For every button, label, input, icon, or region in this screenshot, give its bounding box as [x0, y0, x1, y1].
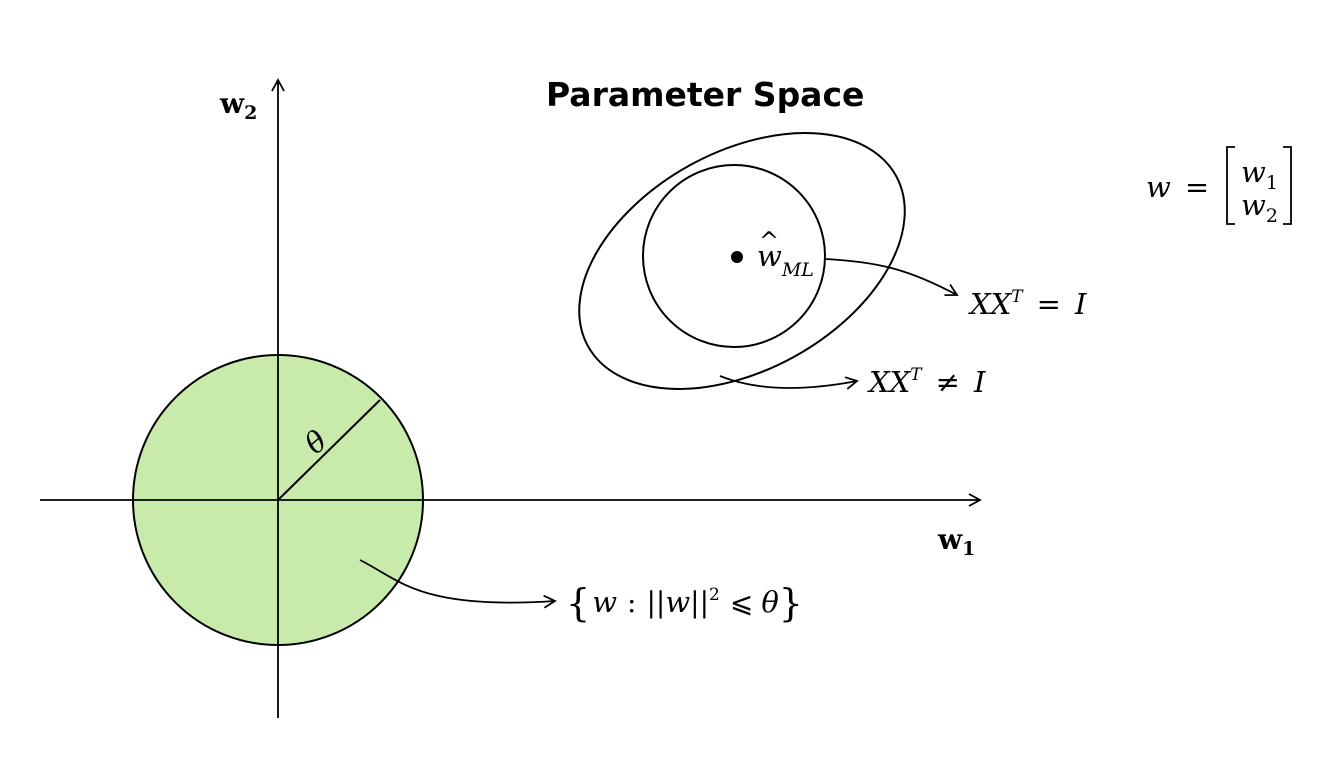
- definition-lhs: w=: [1146, 170, 1209, 204]
- constraint-set-arrow: [359, 559, 557, 609]
- matrix-left-bracket: [1226, 146, 1235, 225]
- y-axis-label: w2: [219, 87, 257, 124]
- identity-contour: [642, 164, 826, 348]
- radius-line: [277, 399, 381, 501]
- non-identity-contour-label: XXT≠I: [867, 365, 986, 399]
- x-axis-label: w1: [937, 523, 975, 560]
- matrix-entry-w2: w2: [1241, 188, 1278, 227]
- matrix-entry-w1: w1: [1241, 155, 1278, 194]
- non-identity-contour-arrow: [719, 375, 859, 390]
- identity-contour-arrow: [825, 258, 959, 297]
- ml-estimate-label: wML: [757, 239, 814, 281]
- identity-contour-label: XXT=I: [968, 287, 1087, 321]
- matrix-right-bracket: [1283, 146, 1292, 225]
- ml-estimate-hat: ^: [759, 227, 779, 255]
- diagram-title: Parameter Space: [546, 75, 864, 114]
- constraint-set-label: {w:||w||2⩽θ}: [566, 581, 803, 625]
- non-identity-contour: [578, 132, 906, 390]
- ml-estimate-point: [731, 251, 743, 263]
